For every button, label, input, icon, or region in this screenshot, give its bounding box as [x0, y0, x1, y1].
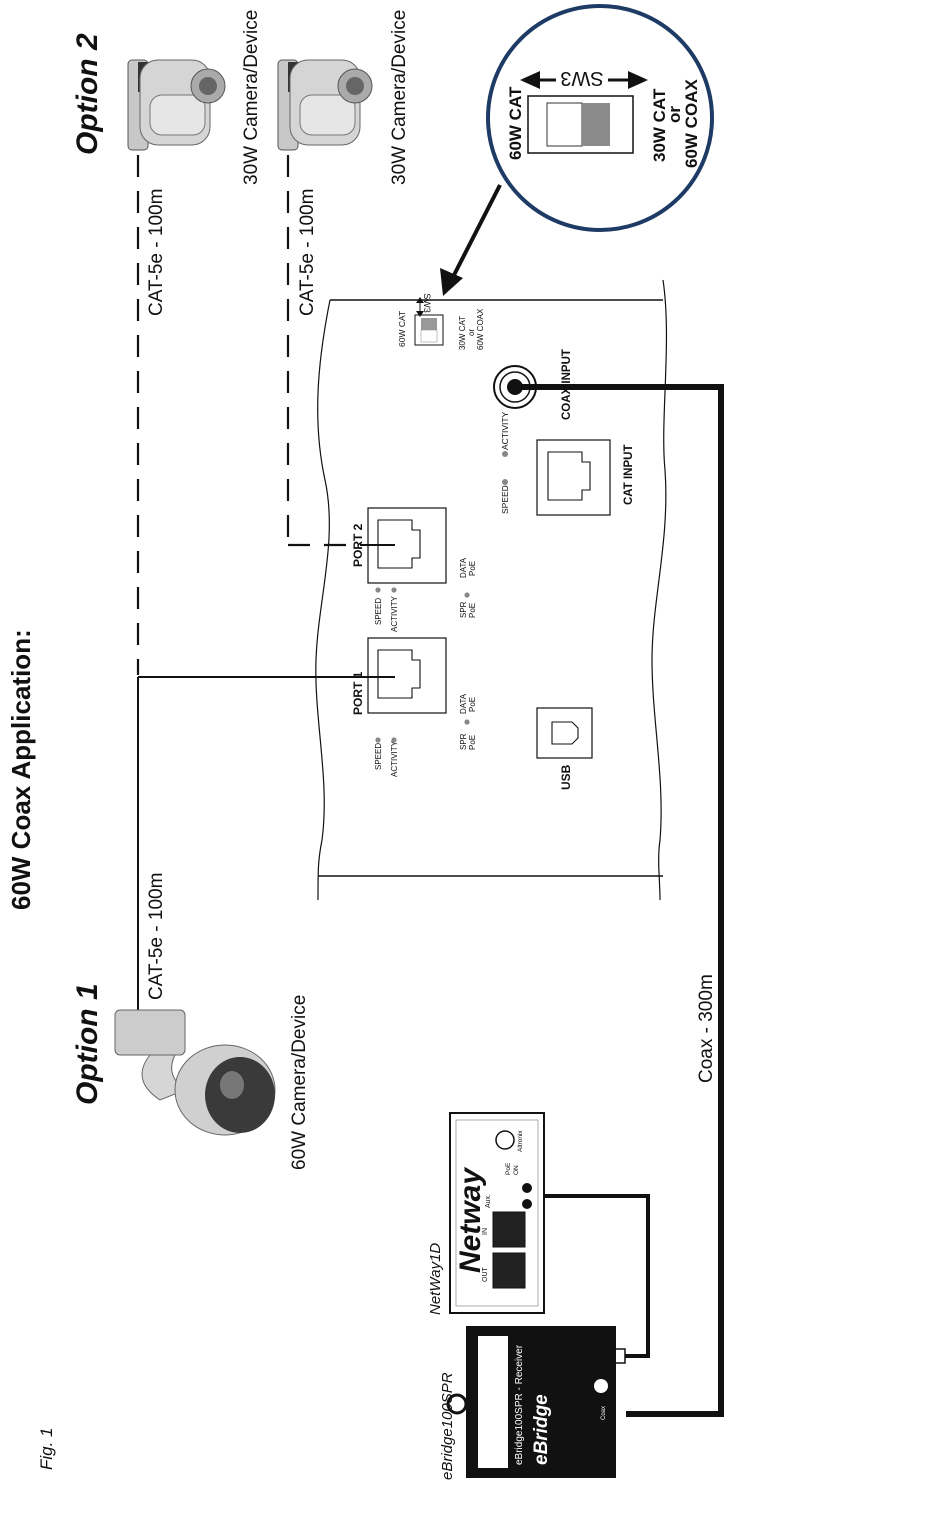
cat-input-jack[interactable] [536, 439, 611, 516]
option2a-cable-label: CAT-5e - 100m [146, 189, 167, 316]
netway-aux-label: Aux. [485, 1194, 492, 1208]
netway1d-device [449, 1112, 545, 1314]
page-title: 60W Coax Application: [6, 629, 36, 910]
port2-speed-label: SPEED [374, 598, 383, 625]
port2-jack[interactable] [367, 507, 447, 584]
sw3-callout-right3: 60W COAX [682, 79, 701, 168]
port2-spr-poe-label: PoE [468, 603, 477, 618]
port2-label: PORT 2 [351, 523, 365, 567]
port1-spr-label: SPR [459, 733, 468, 750]
ebridge-model-label: eBridge100SPR [439, 1372, 456, 1480]
port1-jack[interactable] [367, 637, 447, 714]
port1-data-label: DATA [459, 693, 468, 714]
port2-activity-led [391, 587, 397, 593]
cat-activity-label: ACTIVITY [500, 411, 510, 450]
board-sw3-right2: or [467, 329, 476, 336]
callout-arrow [451, 184, 502, 278]
sw3-callout-right1: 30W CAT [650, 88, 669, 162]
netway-on-label: ON [513, 1165, 520, 1175]
netway-out-label: OUT [482, 1267, 489, 1283]
cat5e-option1-cable [137, 676, 395, 1013]
netway-brand: Netway [454, 1167, 487, 1273]
ebridge-coax-label: Coax [601, 1406, 607, 1420]
ebridge-logo: eBridge [531, 1394, 552, 1465]
port1-label: PORT 1 [351, 671, 365, 715]
cat5e-option2b-cable [286, 155, 395, 547]
port1-activity-led [391, 737, 397, 743]
ebridge100spr-device [446, 1326, 616, 1478]
sw3-callout-right2: or [665, 106, 684, 123]
board-sw3-switch[interactable] [414, 314, 444, 346]
coax-cable [520, 384, 724, 1417]
netway-link-cable [527, 1194, 650, 1358]
cat-input-label: CAT INPUT [623, 445, 635, 505]
usb-port[interactable] [536, 707, 593, 759]
port2-speed-led [375, 587, 381, 593]
sw3-callout-left: 60W CAT [506, 86, 525, 160]
board-sw3-label: SW3 [422, 293, 432, 313]
netway-model-label: NetWay1D [427, 1243, 444, 1315]
option2-camera-b [277, 59, 373, 151]
coax-input-connector[interactable] [493, 365, 537, 409]
sw3-callout-label: SW3 [560, 67, 603, 89]
port1-spr-poe-label: PoE [468, 735, 477, 750]
option1-dome-camera [114, 1009, 276, 1136]
fig-label: Fig. 1 [37, 1427, 56, 1470]
port1-activity-label: ACTIVITY [390, 740, 399, 777]
port2-data-poe-label: PoE [468, 561, 477, 576]
option2-label: Option 2 [71, 33, 104, 155]
port2-activity-label: ACTIVITY [390, 595, 399, 632]
port2-spr-label: SPR [459, 601, 468, 618]
port1-speed-led [375, 737, 381, 743]
cat-speed-led [502, 479, 508, 485]
port2-data-label: DATA [459, 557, 468, 578]
coax-cable-label: Coax - 300m [696, 974, 717, 1083]
netway-poe-label: PoE [505, 1162, 512, 1175]
board-sw3-right1: 30W CAT [458, 316, 467, 350]
port1-spr-led [464, 719, 470, 725]
port2-spr-led [464, 592, 470, 598]
ebridge-subtitle: eBridge100SPR - Receiver [514, 1344, 525, 1465]
netway-altronix-label: Altronix [517, 1130, 524, 1152]
netway-in-label: IN [482, 1228, 489, 1235]
port1-data-poe-label: PoE [468, 697, 477, 712]
board-sw3-left: 60W CAT [397, 311, 407, 347]
sw3-callout [486, 4, 714, 232]
port1-speed-label: SPEED [374, 743, 383, 770]
cat-activity-led [502, 451, 508, 457]
board-sw3-right3: 60W COAX [476, 308, 485, 350]
option2-camera-a [127, 59, 226, 151]
usb-label: USB [559, 764, 573, 790]
option1-device-label: 60W Camera/Device [289, 995, 310, 1170]
option2-device-b-label: 30W Camera/Device [389, 10, 410, 185]
option1-label: Option 1 [71, 983, 104, 1105]
ebridge-brand: Altronix [489, 1413, 505, 1460]
option2-device-a-label: 30W Camera/Device [241, 10, 262, 185]
option1-cable-label: CAT-5e - 100m [146, 873, 167, 1000]
cat-speed-label: SPEED [500, 485, 510, 514]
receiver-board [315, 279, 668, 901]
option2b-cable-label: CAT-5e - 100m [297, 189, 318, 316]
